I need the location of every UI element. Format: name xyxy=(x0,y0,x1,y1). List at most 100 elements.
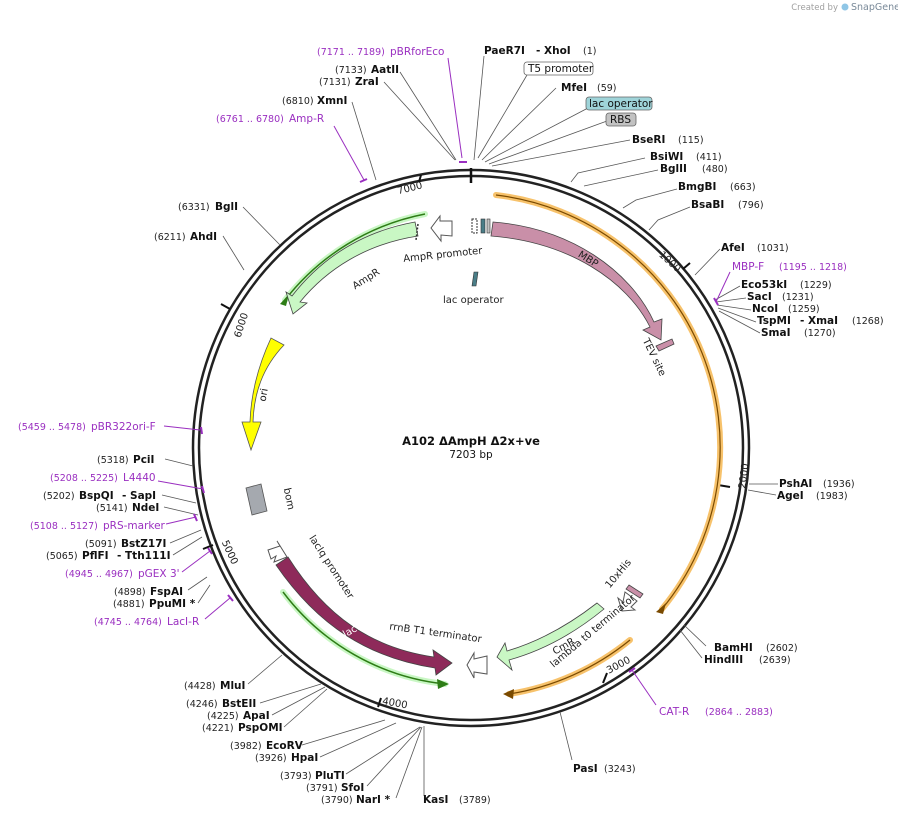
site-pluti[interactable]: PluTI xyxy=(315,770,345,782)
site-ncoi[interactable]: NcoI xyxy=(752,303,778,315)
pos-5202: (5202) xyxy=(43,491,75,502)
rbs-box[interactable] xyxy=(605,112,637,127)
site-zrai[interactable]: ZraI xyxy=(355,76,379,88)
site-apai[interactable]: ApaI xyxy=(243,710,270,722)
pos-3789: (3789) xyxy=(459,795,491,806)
site-afei[interactable]: AfeI xyxy=(721,242,745,254)
tev-site-feature[interactable] xyxy=(655,338,675,352)
site-sapi[interactable]: - SapI xyxy=(122,490,156,502)
primer-ampr-pos: (6761 .. 6780) xyxy=(216,114,284,125)
site-bsiwi[interactable]: BsiWI xyxy=(650,151,683,163)
site-tth111i[interactable]: - Tth111I xyxy=(117,550,171,562)
site-xmai[interactable]: - XmaI xyxy=(800,315,838,327)
site-hpai[interactable]: HpaI xyxy=(291,752,318,764)
mbp-cds-arc-line xyxy=(495,194,721,610)
laciq-promoter-feature[interactable] xyxy=(267,540,288,563)
site-sfoi[interactable]: SfoI xyxy=(341,782,364,794)
primer-l4440[interactable]: L4440 xyxy=(123,472,156,484)
site-tspmi[interactable]: TspMI xyxy=(757,315,791,327)
site-bglii[interactable]: BglII xyxy=(660,163,687,175)
site-aatii[interactable]: AatII xyxy=(371,64,399,76)
lac-operator-feature-top[interactable] xyxy=(480,218,486,234)
rrnb-terminator-feature[interactable] xyxy=(466,651,488,679)
ampr-promoter-feature[interactable] xyxy=(430,214,453,243)
t5-promoter-feature[interactable] xyxy=(471,218,478,234)
cmr-feature[interactable] xyxy=(496,602,605,672)
laci-feature[interactable] xyxy=(275,556,453,676)
primer-pbr322[interactable]: pBR322ori-F xyxy=(91,421,156,433)
site-pasi[interactable]: PasI xyxy=(573,763,598,775)
site-kasi[interactable]: KasI xyxy=(423,794,448,806)
lead-pluti xyxy=(345,726,421,775)
lead-afei xyxy=(694,248,721,276)
site-nari[interactable]: NarI * xyxy=(356,794,391,806)
pos-3982: (3982) xyxy=(230,741,262,752)
site-bamhi[interactable]: BamHI xyxy=(714,642,753,654)
primer-ampr[interactable]: Amp-R xyxy=(289,113,324,125)
site-bmgbi[interactable]: BmgBI xyxy=(678,181,716,193)
lead-hindiii xyxy=(679,629,703,659)
pos-480: (480) xyxy=(702,164,728,175)
site-ndei[interactable]: NdeI xyxy=(132,502,159,514)
rbs-feature[interactable] xyxy=(486,218,491,234)
ampr-cds-arrowhead xyxy=(280,294,289,306)
site-bgli[interactable]: BglI xyxy=(215,201,238,213)
bom-feature[interactable] xyxy=(245,483,268,516)
pos-4246: (4246) xyxy=(186,699,218,710)
ori-feature[interactable] xyxy=(241,337,285,452)
ampr-feature[interactable] xyxy=(285,221,419,315)
site-ahdi[interactable]: AhdI xyxy=(190,231,217,243)
site-pshai[interactable]: PshAI xyxy=(779,478,812,490)
site-pflfi[interactable]: PflFI xyxy=(82,550,109,562)
site-mlui[interactable]: MluI xyxy=(220,680,245,692)
site-paer7i[interactable]: PaeR7I xyxy=(484,45,525,57)
site-xmni[interactable]: XmnI xyxy=(317,95,347,107)
pos-796: (796) xyxy=(738,200,764,211)
site-smai[interactable]: SmaI xyxy=(761,327,791,339)
site-bstz17i[interactable]: BstZ17I xyxy=(121,538,166,550)
site-bsteii[interactable]: BstEII xyxy=(222,698,256,710)
tick-6000 xyxy=(220,303,231,310)
site-xhoi[interactable]: - XhoI xyxy=(536,45,571,57)
primer-pbrforeco[interactable]: pBRforEco xyxy=(390,46,444,58)
site-bsabi[interactable]: BsaBI xyxy=(691,199,724,211)
site-ppumi[interactable]: PpuMI * xyxy=(149,598,196,610)
pos-1270: (1270) xyxy=(804,328,836,339)
primer-mark-pgex xyxy=(207,547,213,555)
site-pspomi[interactable]: PspOMI xyxy=(238,722,283,734)
site-bspqi[interactable]: BspQI xyxy=(79,490,114,502)
his-tag-feature[interactable] xyxy=(625,584,644,599)
snapgene-logo-icon xyxy=(841,3,849,11)
site-pcii[interactable]: PciI xyxy=(133,454,154,466)
site-agei[interactable]: AgeI xyxy=(777,490,804,502)
primer-lacir[interactable]: LacI-R xyxy=(167,616,199,628)
site-mfei[interactable]: MfeI xyxy=(561,82,587,94)
t5-promoter-box[interactable] xyxy=(523,61,594,76)
lead-tspmi xyxy=(717,307,757,323)
primer-catr[interactable]: CAT-R xyxy=(659,706,689,718)
mbp-feature[interactable] xyxy=(490,221,663,341)
primer-prs[interactable]: pRS-marker xyxy=(103,520,166,532)
lead-ecorv xyxy=(301,719,386,746)
lead-pasi xyxy=(559,711,573,761)
pos-3926: (3926) xyxy=(255,753,287,764)
lambda-terminator-feature[interactable] xyxy=(617,591,638,612)
primer-mark-l4440 xyxy=(201,485,205,494)
primer-mark-mbpf xyxy=(713,297,719,306)
primer-lines xyxy=(157,57,731,706)
snapgene-brand-text: SnapGene xyxy=(851,2,898,13)
site-eco53ki[interactable]: Eco53kI xyxy=(741,279,787,291)
lead-bgli xyxy=(242,206,281,246)
lac-operator-feature-inner[interactable] xyxy=(471,271,479,287)
site-hindiii[interactable]: HindIII xyxy=(704,654,743,666)
leader-lines xyxy=(161,55,778,799)
site-bseri[interactable]: BseRI xyxy=(632,134,665,146)
lead-ndei xyxy=(163,506,199,516)
site-fspai[interactable]: FspAI xyxy=(150,586,183,598)
primer-mbpf[interactable]: MBP-F xyxy=(732,261,764,273)
site-ecorv[interactable]: EcoRV xyxy=(266,740,304,752)
site-saci[interactable]: SacI xyxy=(747,291,772,303)
lead-fspai xyxy=(187,576,208,591)
primer-pgex[interactable]: pGEX 3' xyxy=(138,568,180,580)
lac-operator-box[interactable] xyxy=(585,96,653,111)
